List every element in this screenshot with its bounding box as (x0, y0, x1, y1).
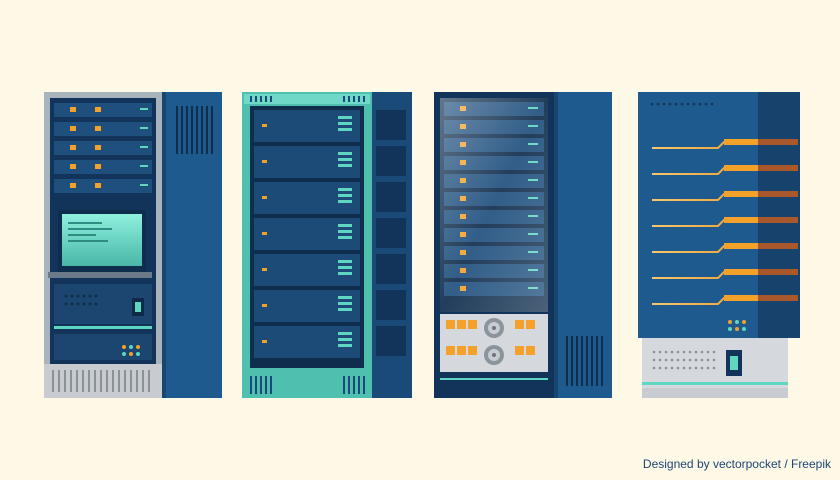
server-units (254, 110, 360, 358)
led-indicator (122, 345, 140, 356)
vent-grille (64, 294, 98, 306)
vent-grille (566, 336, 603, 386)
rack-4-side-panel (756, 92, 800, 338)
monitor-icon (48, 210, 152, 278)
vent-grille (250, 96, 365, 102)
credit-text: Designed by vectorpocket / Freepik (642, 457, 831, 471)
glass-door (440, 98, 548, 312)
vent-grille (52, 370, 150, 392)
server-rack-1 (44, 92, 222, 398)
server-units (54, 103, 152, 193)
vent-grille (650, 102, 714, 106)
rack-4-front-frame (638, 92, 758, 338)
server-rack-3 (434, 92, 612, 398)
power-outlet-icon (446, 320, 535, 355)
vent-grille (176, 106, 213, 154)
vent-grille (250, 376, 365, 394)
status-bars (652, 139, 798, 305)
cooling-fan-icon (484, 318, 504, 365)
server-rack-2 (242, 92, 412, 398)
server-rack-4 (638, 92, 800, 398)
vent-grille (652, 350, 716, 370)
led-indicator (728, 320, 746, 331)
